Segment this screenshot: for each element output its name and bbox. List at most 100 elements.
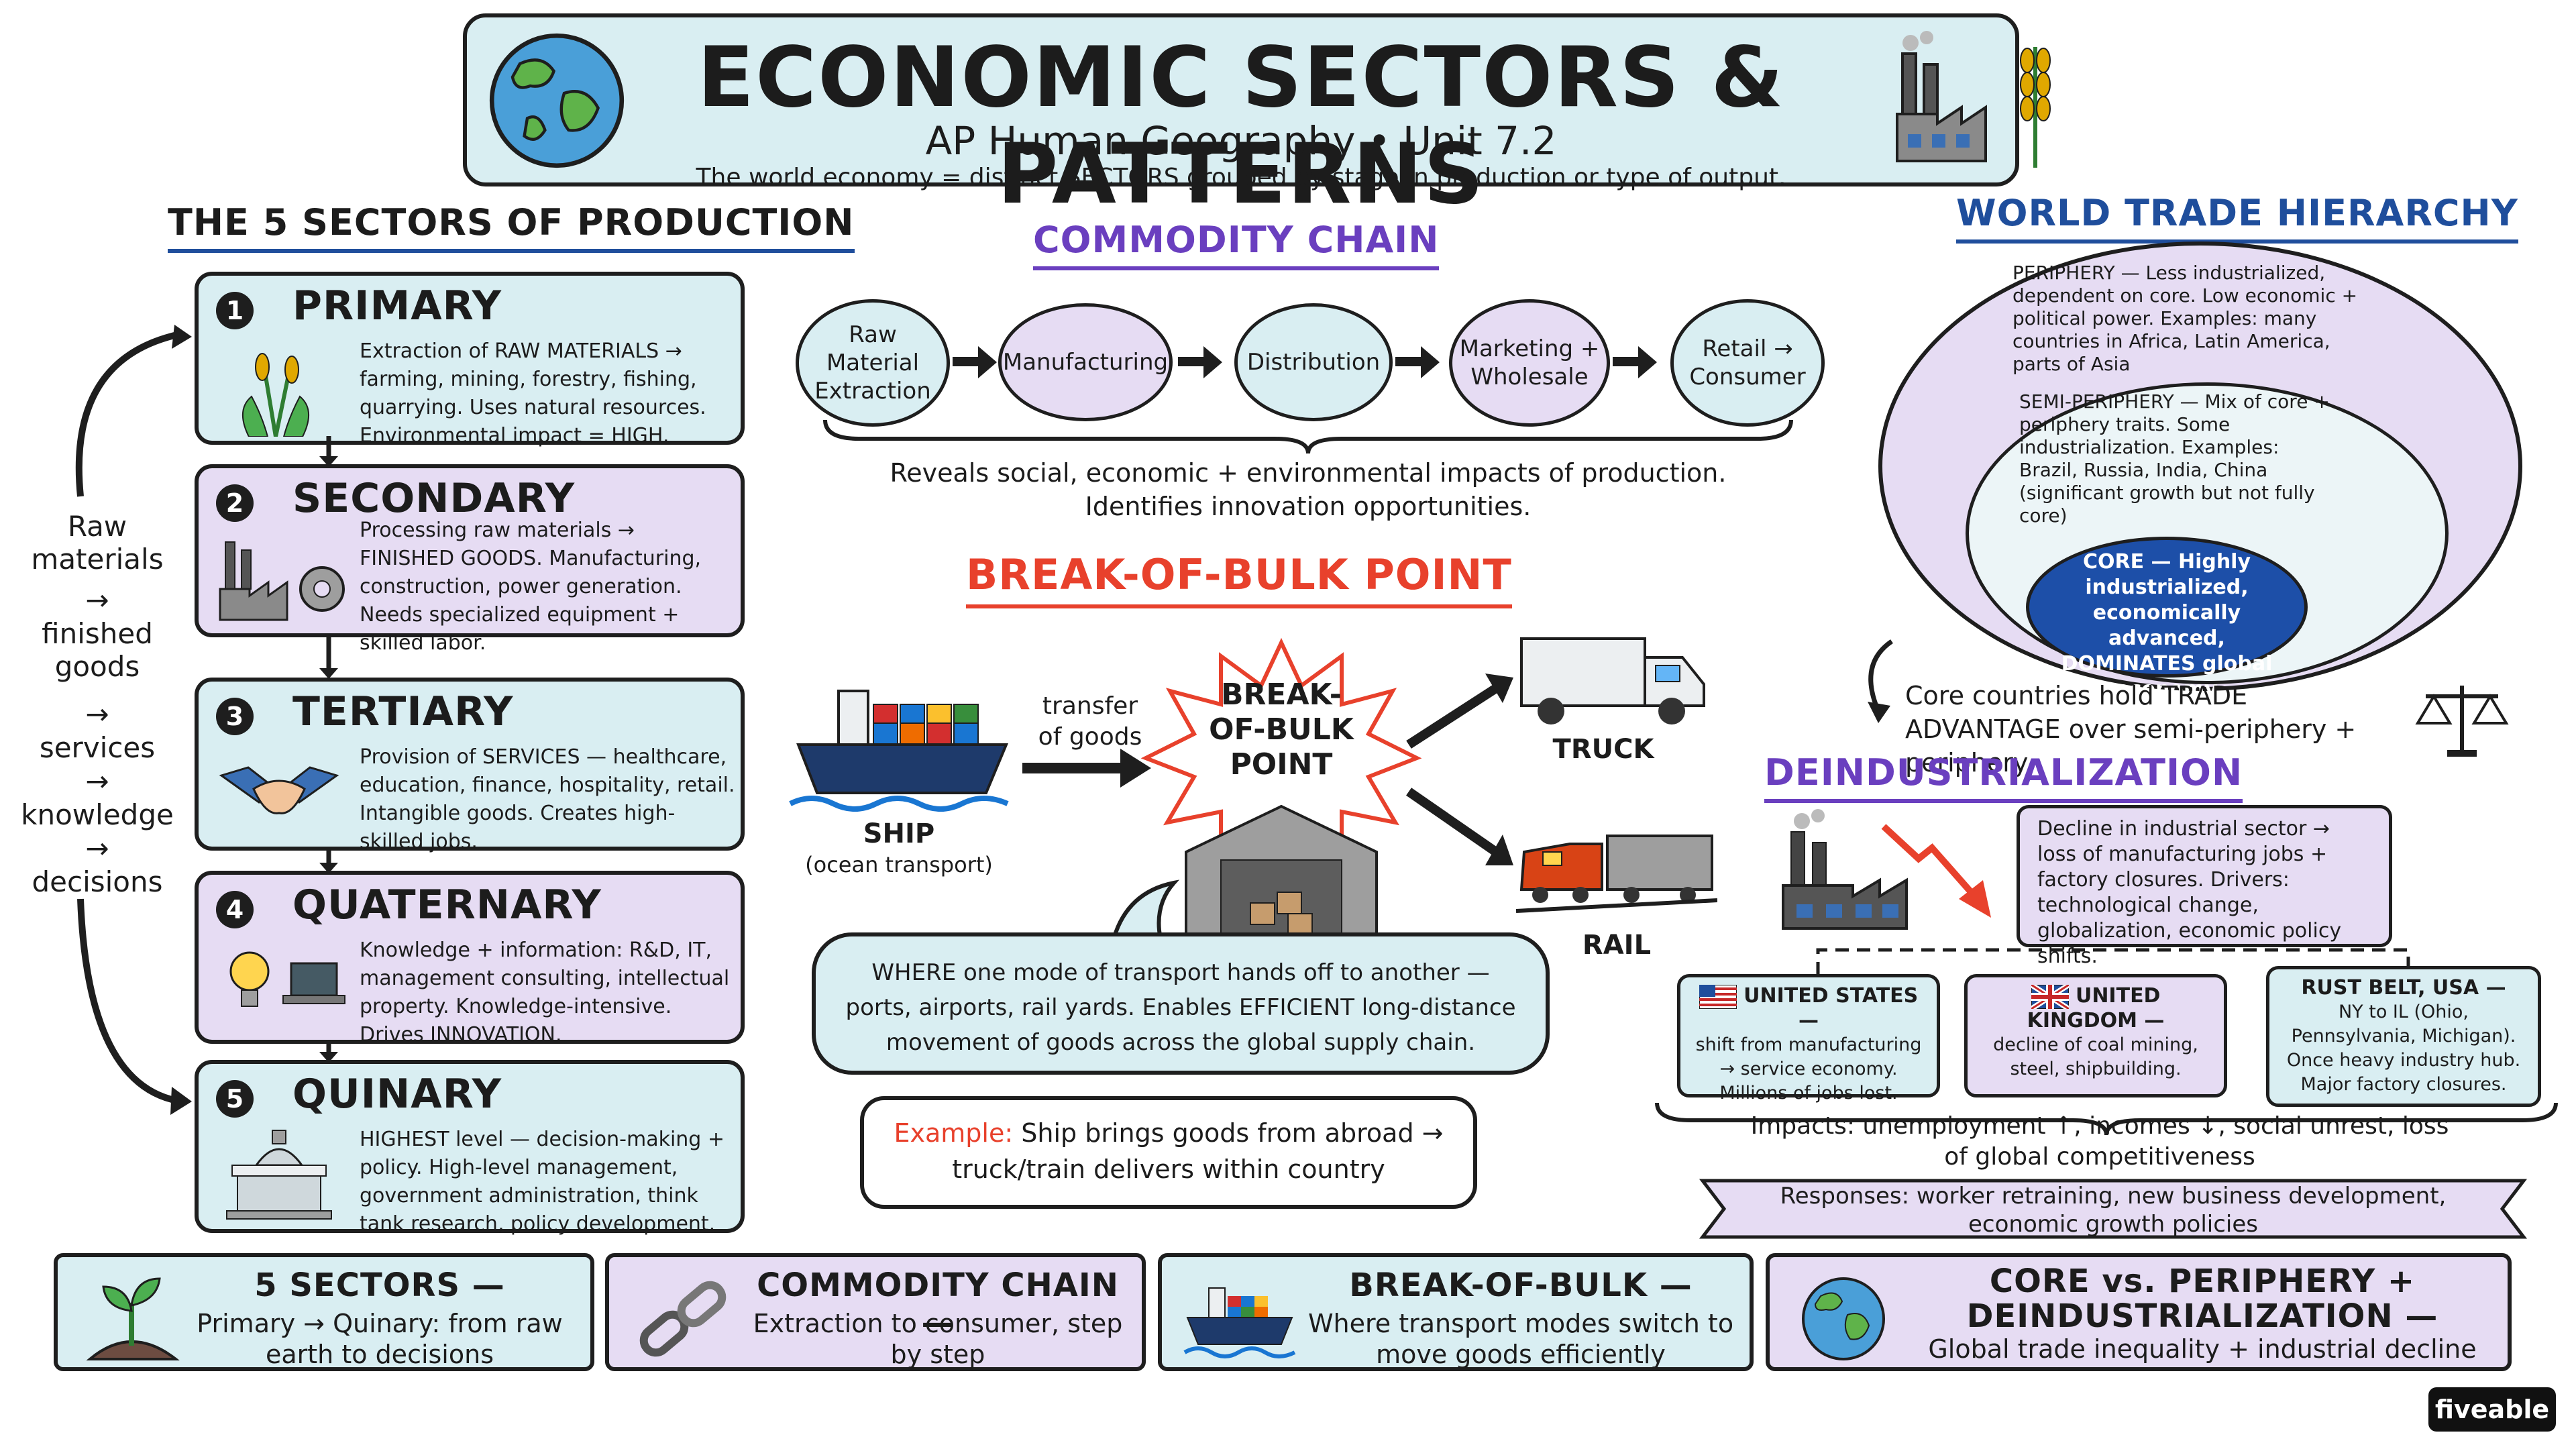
chain-brace <box>823 419 1793 454</box>
us-flag-icon <box>1698 983 1737 1010</box>
side-label-knowledge: knowledge <box>21 798 174 831</box>
uk-flag-icon <box>2029 982 2070 1011</box>
sector-number: 1 <box>216 292 254 329</box>
ship-icon <box>1183 1287 1296 1358</box>
case-title-row: UNITED STATES — <box>1690 983 1927 1033</box>
sector-number: 4 <box>216 891 254 928</box>
sector-secondary: 2 SECONDARY Processing raw materials → F… <box>195 464 745 655</box>
title-banner: ECONOMIC SECTORS & PATTERNS AP Human Geo… <box>463 13 2019 223</box>
deindustrialization-heading: DEINDUSTRIALIZATION <box>1764 751 2243 803</box>
periphery-text: PERIPHERY — Less industrialized, depende… <box>2012 262 2358 375</box>
transfer-arrow <box>1022 749 1151 788</box>
factory-icon <box>1782 809 1908 930</box>
side-arrow: → <box>85 698 109 731</box>
sector-primary: 1 PRIMARY Extraction of RAW MATERIALS → … <box>195 272 745 447</box>
chain-note-line1: Reveals social, economic + environmental… <box>890 458 1727 488</box>
break-of-bulk-heading: BREAK-OF-BULK POINT <box>966 550 1512 608</box>
sector-name: QUINARY <box>292 1071 502 1118</box>
world-trade-heading: WORLD TRADE HIERARCHY <box>1956 192 2518 244</box>
summary-text: Primary → Quinary: from raw earth to dec… <box>197 1309 563 1369</box>
page-title: ECONOMIC SECTORS & PATTERNS <box>697 30 1785 223</box>
bubble-tail <box>1111 879 1180 939</box>
case-title: UNITED STATES — <box>1743 984 1919 1032</box>
example-box: Example: Ship brings goods from abroad →… <box>860 1096 1477 1209</box>
side-arrow: → <box>85 765 109 798</box>
chain-step-manufacturing: Manufacturing <box>998 303 1173 421</box>
chain-icon <box>639 1281 727 1357</box>
case-rust-belt: RUST BELT, USA — NY to IL (Ohio, Pennsyl… <box>2266 966 2541 1107</box>
transfer-label: transfer of goods <box>1038 692 1142 751</box>
chain-note: Reveals social, economic + environmental… <box>832 456 1784 523</box>
sector-name: TERTIARY <box>292 688 514 735</box>
burst-label: BREAK-OF-BULK POINT <box>1209 678 1354 782</box>
summary-title: COMMODITY CHAIN — <box>757 1267 1119 1342</box>
summary-card-commodity: COMMODITY CHAIN — Extraction to consumer… <box>605 1253 1146 1371</box>
summary-card-core-periphery: CORE vs. PERIPHERY + DEINDUSTRIALIZATION… <box>1766 1253 2512 1371</box>
ship-label: SHIP <box>863 818 935 849</box>
scales-icon <box>2415 686 2509 757</box>
rail-label: RAIL <box>1582 930 1652 961</box>
sector-down-arrows <box>319 436 338 1063</box>
chain-note-line2: Identifies innovation opportunities. <box>1085 492 1532 521</box>
chain-step-retail: Retail → Consumer <box>1670 299 1825 427</box>
ship-icon <box>789 690 1009 812</box>
factory-gear-icon <box>219 541 345 621</box>
summary-card-break-of-bulk: BREAK-OF-BULK — Where transport modes sw… <box>1158 1253 1754 1371</box>
case-title: UNITED KINGDOM — <box>2027 984 2165 1032</box>
side-label-decisions: decisions <box>32 865 163 898</box>
case-text: NY to IL (Ohio, Pennsylvania, Michigan).… <box>2286 1002 2521 1095</box>
sector-description: Extraction of RAW MATERIALS → farming, m… <box>360 339 706 447</box>
side-label-services: services <box>39 731 156 764</box>
globe-icon <box>1802 1277 1885 1360</box>
summary-text: Extraction to consumer, step by step <box>753 1309 1123 1369</box>
deindustrialization-definition: Decline in industrial sector → loss of m… <box>2017 805 2392 968</box>
case-text: decline of coal mining, steel, shipbuild… <box>1993 1034 2198 1079</box>
side-arrow: → <box>85 832 109 865</box>
case-united-kingdom: UNITED KINGDOM — decline of coal mining,… <box>1964 974 2227 1097</box>
sprout-icon <box>86 1277 180 1360</box>
sector-name: SECONDARY <box>292 475 576 522</box>
cases-dashed-connector <box>1816 948 2410 975</box>
summary-title: 5 SECTORS — <box>254 1267 505 1304</box>
impacts-brace <box>1655 1102 2558 1136</box>
sector-quinary: 5 QUINARY HIGHEST level — decision-makin… <box>195 1060 745 1236</box>
summary-title: BREAK-OF-BULK — <box>1349 1267 1693 1304</box>
sector-description: HIGHEST level — decision-making + policy… <box>360 1128 725 1236</box>
semi-periphery-text: SEMI-PERIPHERY — Mix of core + periphery… <box>2019 390 2330 527</box>
impacts-text: Impacts: unemployment ↑, incomes ↓, soci… <box>1750 1112 2449 1171</box>
side-arrow: → <box>85 584 109 616</box>
sector-number: 2 <box>216 484 254 522</box>
chain-arrows <box>953 346 1657 378</box>
wheat-icon <box>241 353 310 437</box>
brand-logo: fiveable <box>2428 1387 2556 1432</box>
sectors-heading: THE 5 SECTORS OF PRODUCTION <box>168 201 855 253</box>
train-icon <box>1516 835 1717 913</box>
sector-name: PRIMARY <box>292 282 502 329</box>
capitol-icon <box>226 1130 332 1220</box>
summary-text: Global trade inequality + industrial dec… <box>1928 1334 2477 1364</box>
decline-arrow-icon <box>1881 824 1991 918</box>
side-label-finished: finished goods <box>42 617 153 683</box>
case-title-row: UNITED KINGDOM — <box>1977 982 2214 1033</box>
handshake-icon <box>219 766 339 814</box>
core-curve-arrow <box>1868 639 1894 723</box>
core-ellipse: CORE — Highly industrialized, economical… <box>2026 537 2308 701</box>
break-of-bulk-bubble: WHERE one mode of transport hands off to… <box>812 932 1550 1075</box>
sector-description: Processing raw materials → FINISHED GOOD… <box>360 519 702 655</box>
summary-text: Where transport modes switch to move goo… <box>1307 1309 1734 1369</box>
sector-description: Knowledge + information: R&D, IT, manage… <box>360 938 730 1046</box>
sector-name: QUATERNARY <box>292 881 602 928</box>
trade-advantage-note: Core countries hold TRADE ADVANTAGE over… <box>1905 681 2357 777</box>
side-label-raw: Raw materials <box>31 510 164 576</box>
chain-step-marketing: Marketing + Wholesale <box>1449 299 1610 427</box>
lightbulb-laptop-icon <box>229 951 345 1007</box>
sector-quaternary: 4 QUATERNARY Knowledge + information: R&… <box>195 871 745 1046</box>
responses-text: Responses: worker retraining, new busine… <box>1780 1183 2447 1238</box>
truck-label: TRUCK <box>1552 734 1654 765</box>
responses-ribbon <box>1699 1179 2528 1239</box>
sector-tertiary: 3 TERTIARY Provision of SERVICES — healt… <box>195 678 745 853</box>
page-subtitle: AP Human Geography • Unit 7.2 <box>925 118 1557 164</box>
case-title: RUST BELT, USA — <box>2301 976 2506 1000</box>
case-text: shift from manufacturing → service econo… <box>1695 1034 1922 1104</box>
case-united-states: UNITED STATES — shift from manufacturing… <box>1677 974 1940 1104</box>
